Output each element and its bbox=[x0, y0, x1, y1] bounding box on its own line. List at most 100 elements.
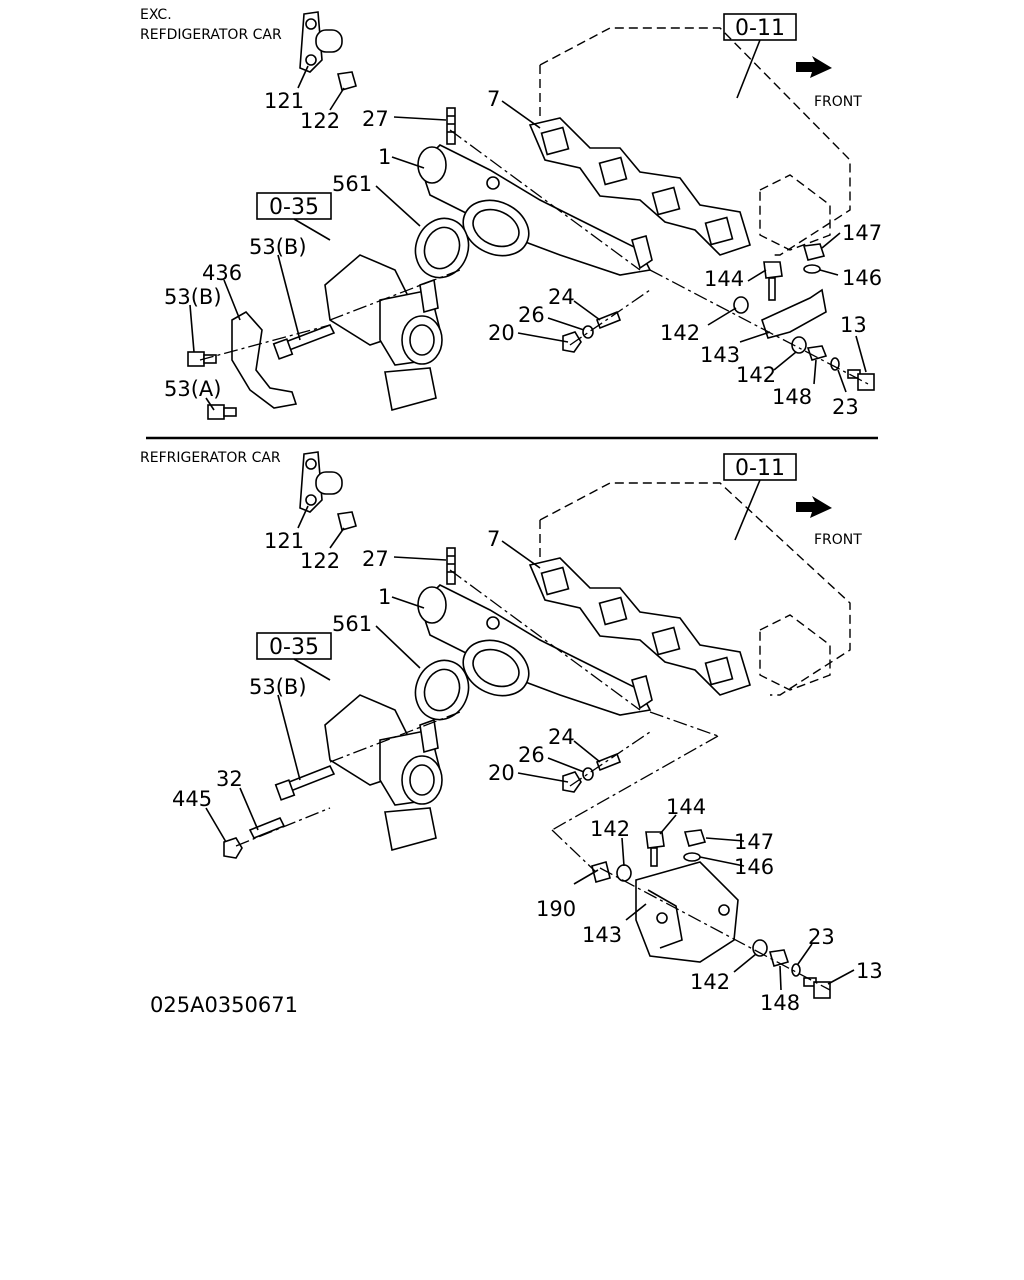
bottom-bolt-122 bbox=[337, 511, 357, 531]
callout-561: 561 bbox=[332, 172, 372, 196]
callout-20: 20 bbox=[488, 321, 515, 345]
callout-436: 436 bbox=[202, 261, 242, 285]
bottom-callout-7: 7 bbox=[487, 527, 500, 551]
bottom-nut-20 bbox=[562, 771, 582, 793]
callout-148: 148 bbox=[772, 385, 812, 409]
top-bracket-436 bbox=[231, 310, 298, 409]
bottom-callout-148: 148 bbox=[760, 991, 800, 1015]
bottom-callout-23: 23 bbox=[808, 925, 835, 949]
top-section: EXC. REFDIGERATOR CAR 0-11 FRONT bbox=[140, 7, 882, 420]
top-engine-block-outline bbox=[539, 27, 851, 256]
bottom-bolt-144 bbox=[645, 831, 665, 867]
callout-27: 27 bbox=[362, 107, 389, 131]
bottom-front-arrow-icon bbox=[796, 496, 832, 518]
callout-122: 122 bbox=[300, 109, 340, 133]
top-callouts: 121 122 27 7 1 561 53(B) 436 53(B) 53(A)… bbox=[164, 87, 882, 419]
bottom-callout-13: 13 bbox=[856, 959, 883, 983]
bottom-callout-32: 32 bbox=[216, 767, 243, 791]
top-gasket-7 bbox=[528, 117, 751, 256]
top-spacer-142a bbox=[733, 296, 749, 314]
top-bolt-122 bbox=[337, 71, 357, 91]
bottom-callout-143: 143 bbox=[582, 923, 622, 947]
bottom-callout-445: 445 bbox=[172, 787, 212, 811]
bottom-callout-121: 121 bbox=[264, 529, 304, 553]
bottom-leader-lines bbox=[205, 505, 855, 991]
callout-53b-long: 53(B) bbox=[249, 235, 307, 259]
callout-7: 7 bbox=[487, 87, 500, 111]
top-nut-147 bbox=[802, 243, 826, 261]
top-ref-box-thermostat: 0-35 bbox=[256, 192, 332, 241]
bottom-ref-box-engine: 0-11 bbox=[723, 453, 797, 541]
callout-142-a: 142 bbox=[660, 321, 700, 345]
bottom-callout-53b: 53(B) bbox=[249, 675, 307, 699]
callout-142-b: 142 bbox=[736, 363, 776, 387]
callout-26: 26 bbox=[518, 303, 545, 327]
top-bolt-144 bbox=[763, 261, 783, 301]
bottom-callout-122: 122 bbox=[300, 549, 340, 573]
top-ref-box-engine-text: 0-11 bbox=[735, 16, 785, 41]
top-front-label: FRONT bbox=[814, 94, 862, 110]
bottom-callout-26: 26 bbox=[518, 743, 545, 767]
bottom-front-arrow: FRONT bbox=[796, 496, 862, 548]
diagram-code: 025A0350671 bbox=[150, 993, 298, 1017]
top-ref-box-thermostat-text: 0-35 bbox=[269, 195, 319, 220]
bottom-exhaust-manifold-1 bbox=[417, 584, 653, 716]
bottom-ref-box-thermostat-text: 0-35 bbox=[269, 635, 319, 660]
bottom-callout-561: 561 bbox=[332, 612, 372, 636]
callout-13: 13 bbox=[840, 313, 867, 337]
bottom-washer-26 bbox=[582, 767, 594, 781]
top-header-line1: EXC. bbox=[140, 7, 172, 23]
top-stud-27 bbox=[446, 107, 456, 145]
bottom-callout-144: 144 bbox=[666, 795, 706, 819]
bottom-stud-24 bbox=[595, 752, 622, 772]
bottom-bolt-53b bbox=[274, 764, 336, 801]
top-leader-lines bbox=[189, 65, 867, 411]
top-header-line2: REFDIGERATOR CAR bbox=[140, 27, 282, 43]
bottom-gasket-561 bbox=[414, 659, 470, 721]
callout-147: 147 bbox=[842, 221, 882, 245]
bottom-callout-142-b: 142 bbox=[690, 970, 730, 994]
top-exhaust-manifold-1 bbox=[417, 144, 653, 276]
bottom-nut-445 bbox=[223, 837, 243, 859]
top-bolt-53a bbox=[207, 404, 237, 420]
top-collar-148 bbox=[806, 345, 828, 361]
bottom-callout-147: 147 bbox=[734, 830, 774, 854]
top-front-arrow-icon bbox=[796, 56, 832, 78]
top-front-arrow: FRONT bbox=[796, 56, 862, 110]
top-ref-box-engine: 0-11 bbox=[723, 13, 797, 99]
top-bracket-143 bbox=[761, 288, 827, 339]
callout-53a: 53(A) bbox=[164, 377, 221, 401]
bottom-ref-box-engine-text: 0-11 bbox=[735, 456, 785, 481]
bottom-stud-32 bbox=[248, 816, 286, 840]
top-thermostat-housing bbox=[324, 254, 443, 412]
bottom-stud-27 bbox=[446, 547, 456, 585]
bottom-washer-23 bbox=[791, 963, 801, 977]
bottom-nut-147 bbox=[683, 829, 707, 847]
bottom-spacer-142b bbox=[752, 939, 768, 957]
bottom-spacer-142a bbox=[616, 864, 632, 882]
top-bolt-13 bbox=[847, 369, 875, 391]
bottom-callout-142-a: 142 bbox=[590, 817, 630, 841]
top-spacer-142b bbox=[791, 336, 807, 354]
callout-53b-short: 53(B) bbox=[164, 285, 222, 309]
callout-143: 143 bbox=[700, 343, 740, 367]
top-bracket-121 bbox=[299, 11, 343, 73]
bottom-collar-148 bbox=[768, 949, 790, 967]
callout-121: 121 bbox=[264, 89, 304, 113]
callout-24: 24 bbox=[548, 285, 575, 309]
top-stud-24 bbox=[595, 310, 622, 330]
bottom-gasket-7 bbox=[528, 557, 751, 696]
bottom-engine-block-outline bbox=[539, 482, 851, 696]
top-washer-146 bbox=[803, 264, 821, 274]
callout-23: 23 bbox=[832, 395, 859, 419]
bottom-washer-146 bbox=[683, 852, 701, 862]
bottom-section: REFRIGERATOR CAR 0-11 FRONT bbox=[140, 450, 883, 1015]
callout-146: 146 bbox=[842, 266, 882, 290]
bottom-callouts: 121 122 27 7 1 561 53(B) 32 445 24 26 20… bbox=[172, 527, 883, 1015]
bottom-thermostat-housing bbox=[324, 694, 443, 852]
bottom-callout-1: 1 bbox=[378, 585, 391, 609]
top-washer-26 bbox=[582, 325, 594, 339]
top-gasket-561 bbox=[414, 217, 470, 279]
